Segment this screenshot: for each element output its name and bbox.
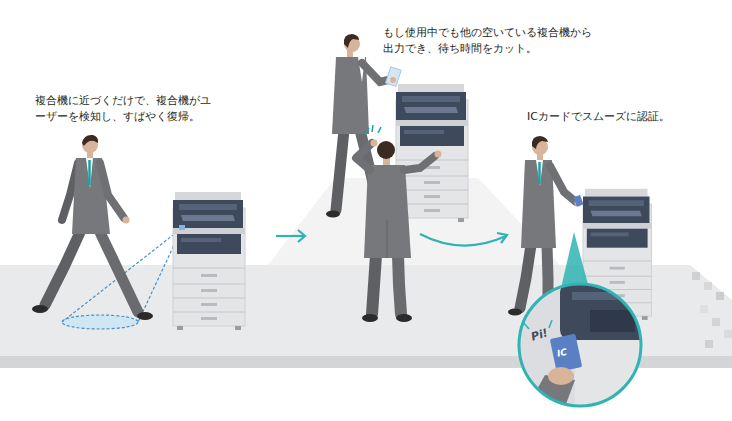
caption-text: ICカードでスムーズに認証。 (527, 109, 697, 125)
caption-text: 複合機に近づくだけで、複合機がユーザーを検知し、すばやく復帰。 (35, 93, 217, 125)
caption-text: もし使用中でも他の空いている複合機から出力でき、待ち時間をカット。 (383, 25, 599, 57)
